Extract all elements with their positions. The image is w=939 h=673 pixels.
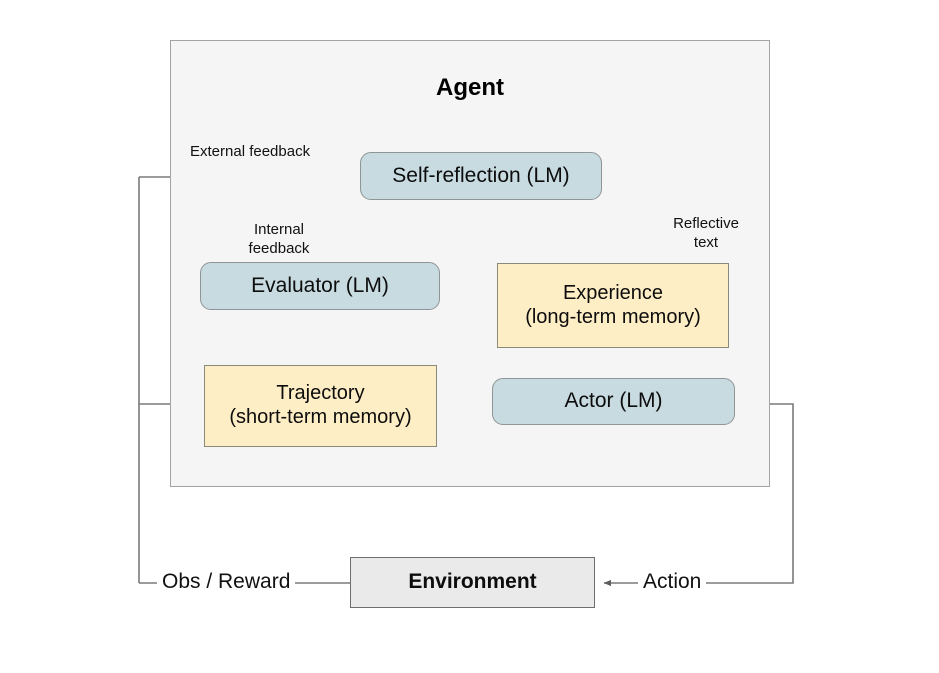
node-self-reflection-label: Self-reflection (LM) [392, 163, 570, 187]
node-actor-label: Actor (LM) [564, 389, 663, 413]
edge-label-internal-feedback: Internal feedback [238, 200, 320, 278]
node-trajectory[interactable]: Trajectory (short-term memory) [204, 365, 437, 447]
io-label-action-text: Action [643, 570, 702, 593]
node-evaluator-label: Evaluator (LM) [251, 273, 389, 297]
io-label-obs-reward-text: Obs / Reward [162, 570, 291, 593]
agent-title: Agent [436, 74, 504, 101]
node-trajectory-label: Trajectory (short-term memory) [229, 382, 412, 428]
node-self-reflection[interactable]: Self-reflection (LM) [360, 152, 602, 200]
edge-label-reflective-text: Reflective text [661, 194, 751, 272]
node-environment[interactable]: Environment [350, 557, 595, 608]
edge-label-reflective-text-text: Reflective text [673, 214, 739, 252]
edge-label-internal-feedback-text: Internal feedback [248, 220, 310, 258]
node-experience-label: Experience (long-term memory) [525, 281, 701, 328]
node-actor[interactable]: Actor (LM) [492, 378, 735, 425]
edge-label-external-feedback-text: External feedback [190, 143, 311, 160]
node-environment-label: Environment [408, 570, 537, 594]
node-evaluator[interactable]: Evaluator (LM) [200, 262, 440, 310]
edge-label-external-feedback: External feedback [190, 142, 310, 162]
io-label-obs-reward: Obs / Reward [157, 570, 296, 594]
io-label-action: Action [638, 570, 707, 594]
node-experience[interactable]: Experience (long-term memory) [497, 263, 729, 348]
